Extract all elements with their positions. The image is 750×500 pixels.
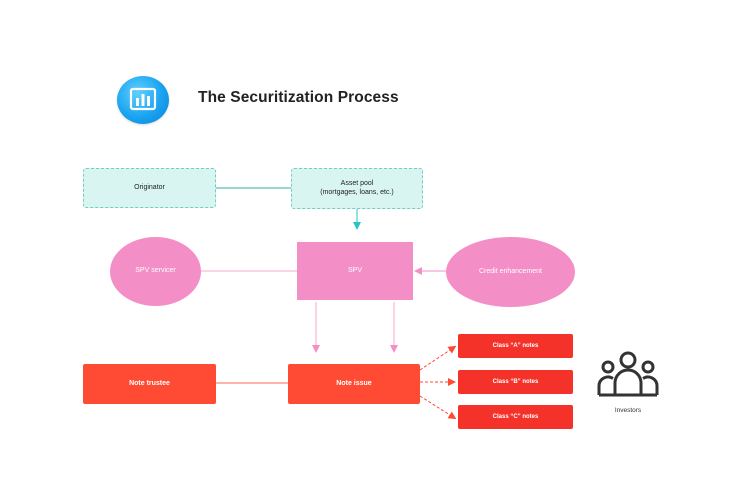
asset-pool-label: Asset pool — [340, 180, 374, 187]
investors-label: Investors — [614, 407, 642, 414]
arrow-note-issue-class-c — [419, 395, 457, 420]
investors-icon — [597, 351, 659, 397]
credit-enhancement-label: Credit enhancement — [478, 267, 543, 275]
spv-servicer-label: SPV servicer — [135, 267, 176, 275]
note-issue-label: Note issue — [336, 379, 372, 387]
originator-node: Originator — [83, 168, 216, 208]
arrow-note-issue-class-a — [419, 345, 457, 371]
note-issue-node: Note issue — [288, 364, 420, 404]
spv-label: SPV — [347, 266, 362, 274]
note-trustee-label: Note trustee — [129, 379, 170, 387]
class-a-notes-node: Class “A” notes — [458, 334, 573, 358]
asset-pool-node: Asset pool (mortgages, loans, etc.) — [291, 168, 423, 209]
asset-pool-sublabel: (mortgages, loans, etc.) — [320, 188, 394, 196]
class-c-notes-label: Class “C” notes — [492, 413, 539, 420]
spv-servicer-node: SPV servicer — [110, 237, 201, 306]
credit-enhancement-node: Credit enhancement — [446, 237, 575, 307]
class-c-notes-node: Class “C” notes — [458, 405, 573, 429]
note-trustee-node: Note trustee — [83, 364, 216, 404]
class-b-notes-label: Class “B” notes — [492, 378, 539, 385]
class-b-notes-node: Class “B” notes — [458, 370, 573, 394]
spv-node: SPV — [297, 242, 413, 300]
originator-label: Originator — [134, 183, 165, 191]
class-a-notes-label: Class “A” notes — [492, 342, 539, 349]
page-title: The Securitization Process — [198, 89, 399, 106]
bar-chart-icon — [117, 76, 169, 124]
